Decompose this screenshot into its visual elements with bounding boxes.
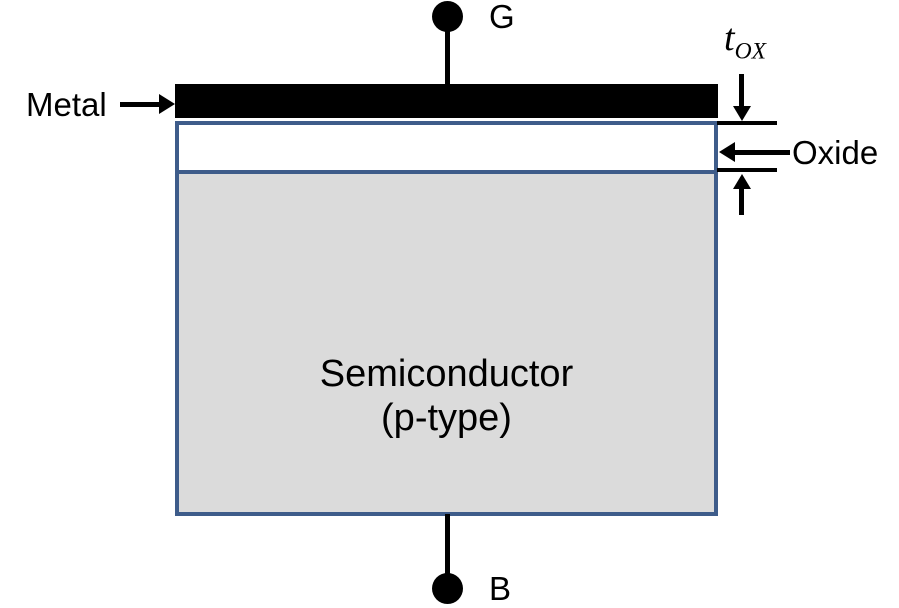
tox-symbol: t bbox=[724, 17, 735, 59]
tox-down-arrowhead-icon bbox=[733, 106, 751, 121]
metal-gate-layer bbox=[175, 84, 718, 118]
oxide-arrowhead-icon bbox=[719, 142, 735, 162]
semiconductor-layer bbox=[175, 170, 718, 516]
body-terminal-label: B bbox=[489, 570, 512, 607]
oxide-label: Oxide bbox=[792, 134, 879, 171]
tox-subscript: OX bbox=[734, 38, 766, 65]
tox-up-arrowhead-icon bbox=[733, 174, 751, 189]
oxide-arrow-icon bbox=[732, 150, 790, 155]
semiconductor-label: Semiconductor (p-type) bbox=[175, 352, 718, 440]
gate-terminal-wire bbox=[445, 28, 450, 86]
gate-terminal-dot bbox=[432, 1, 463, 32]
tox-up-arrow-icon bbox=[739, 187, 744, 215]
metal-arrowhead-icon bbox=[159, 94, 175, 114]
semiconductor-label-line2: (p-type) bbox=[381, 397, 512, 439]
tox-dimension-label: tOX bbox=[707, 17, 783, 63]
oxide-bottom-tick bbox=[717, 168, 777, 172]
metal-label: Metal bbox=[26, 86, 107, 123]
oxide-top-tick bbox=[717, 121, 777, 125]
semiconductor-label-line1: Semiconductor bbox=[319, 353, 574, 395]
body-terminal-wire bbox=[445, 514, 450, 577]
tox-down-arrow-icon bbox=[739, 74, 744, 109]
oxide-layer bbox=[175, 121, 718, 174]
gate-terminal-label: G bbox=[489, 0, 515, 35]
body-terminal-dot bbox=[432, 573, 463, 604]
metal-arrow-icon bbox=[120, 102, 162, 107]
